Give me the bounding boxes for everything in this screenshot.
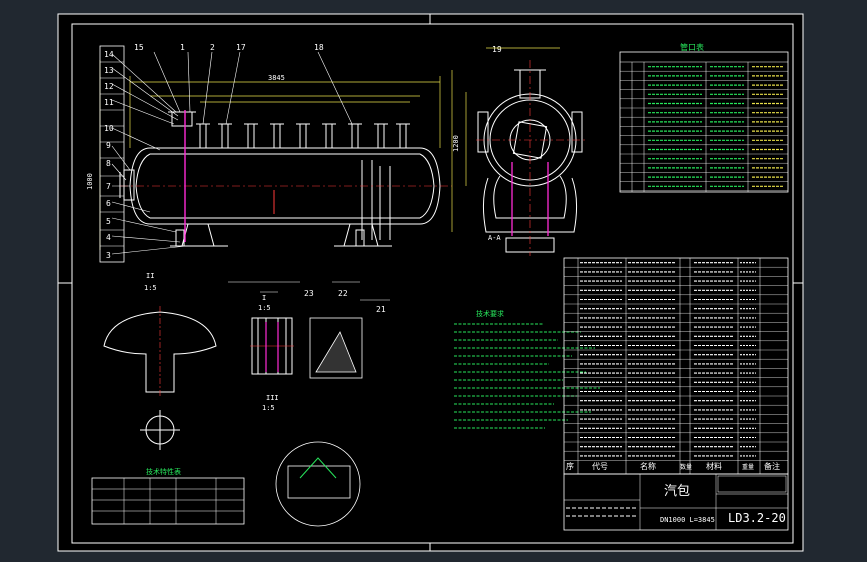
- parts-header-code: 代号: [592, 461, 608, 471]
- parts-header-material: 材料: [706, 461, 722, 471]
- parts-header-qty: 数量: [680, 463, 692, 471]
- left-balloon-labels: 14 13 12 11 10 9 8 7 6 5 4 3: [104, 50, 114, 260]
- balloon-label: 18: [314, 43, 324, 52]
- balloon-label: 15: [134, 43, 144, 52]
- tech-table-title: 技术特性表: [146, 467, 181, 476]
- balloon-label: 13: [104, 66, 114, 75]
- balloon-label: 1: [180, 43, 185, 52]
- section-scale: 1:5: [144, 284, 157, 292]
- section-label: I: [262, 294, 266, 302]
- parts-header-weight: 重量: [742, 463, 754, 471]
- top-nozzles: [196, 123, 410, 149]
- balloon-label: 3: [106, 251, 111, 260]
- dimension-text: 1000: [86, 173, 94, 190]
- balloon-label: 9: [106, 141, 111, 150]
- balloon-label: 17: [236, 43, 246, 52]
- parts-header: 序 代号 名称 数量 材料 重量 备注: [566, 461, 780, 471]
- balloon-label: 7: [106, 182, 111, 191]
- detail-section-i: [103, 306, 217, 450]
- balloon-label: 5: [106, 217, 111, 226]
- balloon-label: 12: [104, 82, 114, 91]
- balloon-label: 22: [338, 289, 348, 298]
- balloon-label: 19: [492, 45, 502, 54]
- weld-detail: [309, 317, 363, 379]
- section-scale: 1:5: [258, 304, 271, 312]
- title-block: [563, 473, 789, 531]
- top-balloon-labels: 15 1 2 17 18 19: [134, 43, 502, 54]
- parts-header-remark: 备注: [764, 461, 780, 471]
- section-label: II: [146, 272, 154, 280]
- parts-list: [563, 257, 789, 475]
- vessel-front-view: [119, 111, 441, 247]
- section-label: III: [266, 394, 279, 402]
- dimension-text: 3845: [268, 74, 285, 82]
- balloon-label: 4: [106, 233, 111, 242]
- dimension-text: 1200: [452, 135, 460, 152]
- parts-header-name: 名称: [640, 461, 656, 471]
- balloon-label: 2: [210, 43, 215, 52]
- left-balloon-column: [99, 45, 125, 263]
- nozzle-table-title: 管口表: [680, 42, 704, 52]
- balloon-label: 10: [104, 124, 114, 133]
- parts-header-no: 序: [566, 461, 574, 471]
- drawing-subtitle: DN1000 L=3845: [660, 516, 715, 524]
- leader-lines: [111, 51, 353, 255]
- section-label: A-A: [488, 234, 501, 242]
- drawing-title: 汽包: [664, 484, 690, 499]
- balloon-label: 14: [104, 50, 114, 59]
- balloon-label: 8: [106, 159, 111, 168]
- balloon-label: 21: [376, 305, 386, 314]
- section-scale: 1:5: [262, 404, 275, 412]
- circular-detail: [275, 441, 361, 527]
- tech-table: [91, 477, 245, 525]
- notes-title: 技术要求: [476, 309, 504, 318]
- drawing-number: LD3.2-20: [728, 511, 786, 525]
- nozzle-table: [619, 51, 789, 193]
- balloon-label: 11: [104, 98, 114, 107]
- balloon-label: 6: [106, 199, 111, 208]
- balloon-label: 23: [304, 289, 314, 298]
